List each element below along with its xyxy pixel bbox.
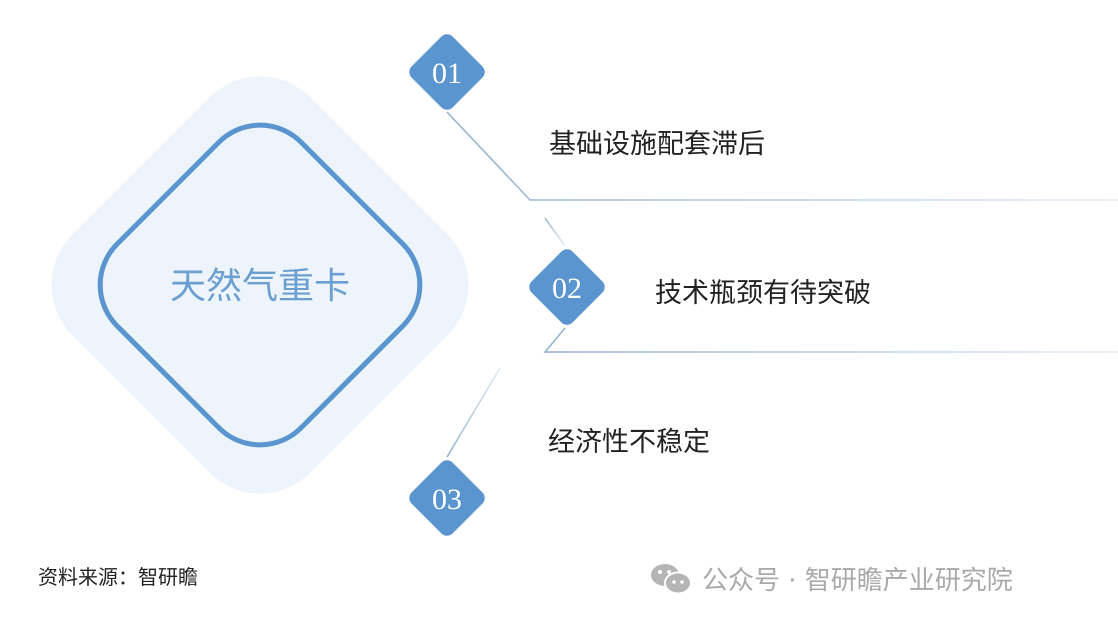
outer-diamond: [51, 76, 469, 494]
item-label-03: 经济性不稳定: [548, 427, 710, 458]
connector-lines: [446, 69, 1118, 501]
center-label: 天然气重卡: [170, 266, 350, 307]
source-note: 资料来源：智研瞻: [38, 565, 198, 589]
watermark: 公众号 · 智研瞻产业研究院: [650, 560, 1013, 597]
wechat-icon: [651, 563, 692, 594]
inner-diamond: [97, 122, 423, 448]
badge-02: 02: [529, 249, 605, 325]
svg-text:02: 02: [552, 272, 582, 305]
item-label-02: 技术瓶颈有待突破: [655, 278, 871, 309]
badge-01: 01: [409, 34, 485, 110]
svg-text:01: 01: [432, 57, 462, 90]
badge-03: 03: [409, 460, 485, 536]
watermark-text: 公众号 · 智研瞻产业研究院: [702, 566, 1013, 596]
item-label-01: 基础设施配套滞后: [549, 129, 765, 160]
svg-text:03: 03: [432, 483, 462, 516]
